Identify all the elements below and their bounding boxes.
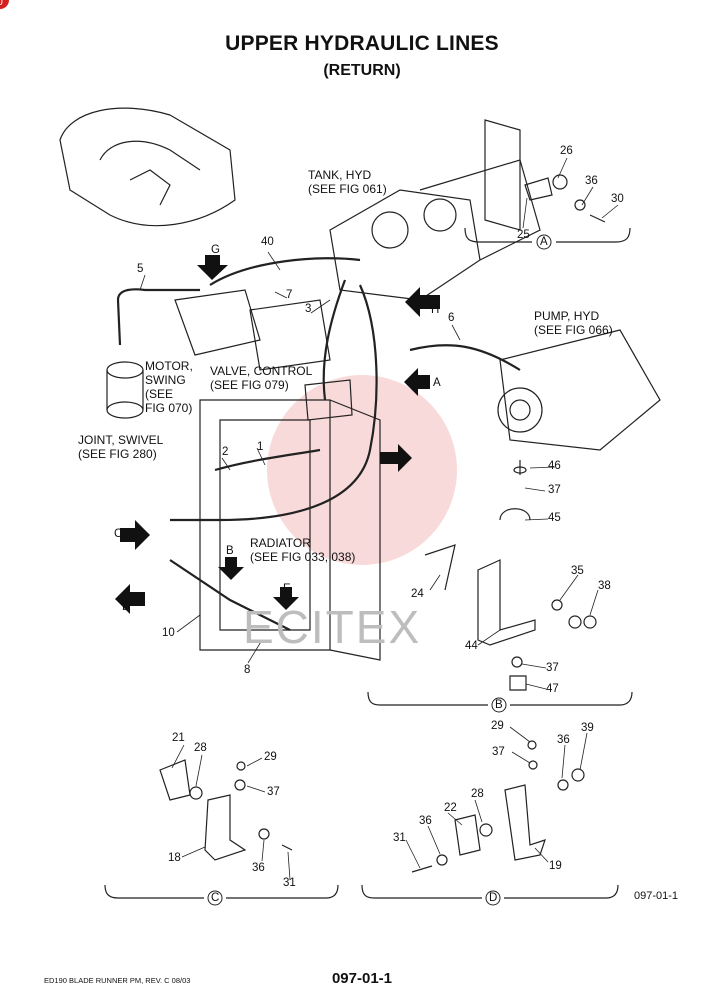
label-radiator: RADIATOR(SEE FIG 033, 038) xyxy=(250,536,356,564)
part-num-6: 6 xyxy=(448,312,455,324)
part-num-35: 35 xyxy=(571,565,584,577)
page-title: UPPER HYDRAULIC LINES xyxy=(225,32,499,55)
part-num-19: 19 xyxy=(549,860,562,872)
part-num-3: 3 xyxy=(305,303,312,315)
part-num-28: 28 xyxy=(194,742,207,754)
detail-b-letter: B xyxy=(495,699,503,711)
hydraulic-tank-drawing xyxy=(329,159,541,301)
hydraulic-pump-drawing xyxy=(497,329,661,451)
part-num-40: 40 xyxy=(261,236,274,248)
label-tank: TANK, HYD(SEE FIG 061) xyxy=(308,168,387,196)
operator-seat-drawing xyxy=(59,107,236,227)
detail-d-letter: D xyxy=(489,892,498,904)
callout-e: E xyxy=(283,583,291,595)
leader-lines xyxy=(139,157,619,881)
detail-c-letter: C xyxy=(211,892,220,904)
label-pump: PUMP, HYD(SEE FIG 066) xyxy=(534,309,613,337)
part-num-37-b: 37 xyxy=(546,662,559,674)
part-num-38: 38 xyxy=(598,580,611,592)
part-num-37: 37 xyxy=(548,484,561,496)
callout-c: C xyxy=(114,528,123,540)
part-num-24: 24 xyxy=(411,588,424,600)
part-num-39: 39 xyxy=(581,722,594,734)
label-control-valve: VALVE, CONTROL(SEE FIG 079) xyxy=(210,364,313,392)
part-num-29: 29 xyxy=(264,751,277,763)
control-valve-drawing xyxy=(174,289,353,421)
part-num-21: 21 xyxy=(172,732,185,744)
part-num-37-c: 37 xyxy=(267,786,280,798)
part-num-36-d2: 36 xyxy=(419,815,432,827)
figure-reference: 097-01-1 xyxy=(634,890,679,902)
detail-a-letter: A xyxy=(540,236,548,248)
part-num-29-d: 29 xyxy=(491,720,504,732)
part-num-47: 47 xyxy=(546,683,559,695)
callout-b: B xyxy=(226,545,234,557)
callout-d: D xyxy=(122,601,131,613)
part-num-22: 22 xyxy=(444,802,457,814)
part-num-36-d: 36 xyxy=(557,734,570,746)
swing-motor-drawing xyxy=(106,361,144,419)
callout-arrows xyxy=(115,255,440,614)
part-num-46: 46 xyxy=(548,460,561,472)
corner-badge: 0 xyxy=(0,0,9,9)
detail-c-drawing xyxy=(159,759,293,861)
callout-f: F xyxy=(398,460,406,472)
part-num-30: 30 xyxy=(611,193,624,205)
part-num-37-d: 37 xyxy=(492,746,505,758)
footer-page-number: 097-01-1 xyxy=(331,970,393,987)
part-num-10: 10 xyxy=(162,627,175,639)
part-num-31: 31 xyxy=(283,877,296,889)
detail-d-drawing xyxy=(411,740,585,873)
part-num-25: 25 xyxy=(517,229,530,241)
detail-b-bracket xyxy=(367,691,633,706)
part-num-5: 5 xyxy=(137,263,144,275)
part-num-36: 36 xyxy=(585,175,598,187)
callout-h: H xyxy=(431,304,440,316)
watermark-text: ECITEX xyxy=(243,601,422,653)
page-subtitle: (RETURN) xyxy=(323,62,401,79)
part-num-26: 26 xyxy=(560,145,573,157)
hose-lines xyxy=(116,257,521,631)
detail-c-bracket xyxy=(104,884,339,899)
part-num-7: 7 xyxy=(286,289,293,301)
part-num-1: 1 xyxy=(257,441,264,453)
part-num-8: 8 xyxy=(244,664,251,676)
detail-letter-circles xyxy=(207,234,552,906)
footer-manual-info: ED190 BLADE RUNNER PM, REV. C 08/03 xyxy=(44,976,191,985)
part-num-18: 18 xyxy=(168,852,181,864)
detail-b-drawing xyxy=(424,460,597,691)
callout-g: G xyxy=(211,244,220,256)
detail-a-bracket xyxy=(464,227,631,243)
part-num-36-c: 36 xyxy=(252,862,265,874)
label-swivel-joint: JOINT, SWIVEL(SEE FIG 280) xyxy=(78,433,164,461)
part-num-28-d: 28 xyxy=(471,788,484,800)
part-num-45: 45 xyxy=(548,512,561,524)
radiator-drawing xyxy=(199,399,381,661)
detail-d-bracket xyxy=(361,884,619,899)
callout-a: A xyxy=(433,377,441,389)
part-num-2: 2 xyxy=(222,446,229,458)
detail-a-drawing xyxy=(484,119,606,231)
part-num-44: 44 xyxy=(465,640,478,652)
part-num-31-d: 31 xyxy=(393,832,406,844)
